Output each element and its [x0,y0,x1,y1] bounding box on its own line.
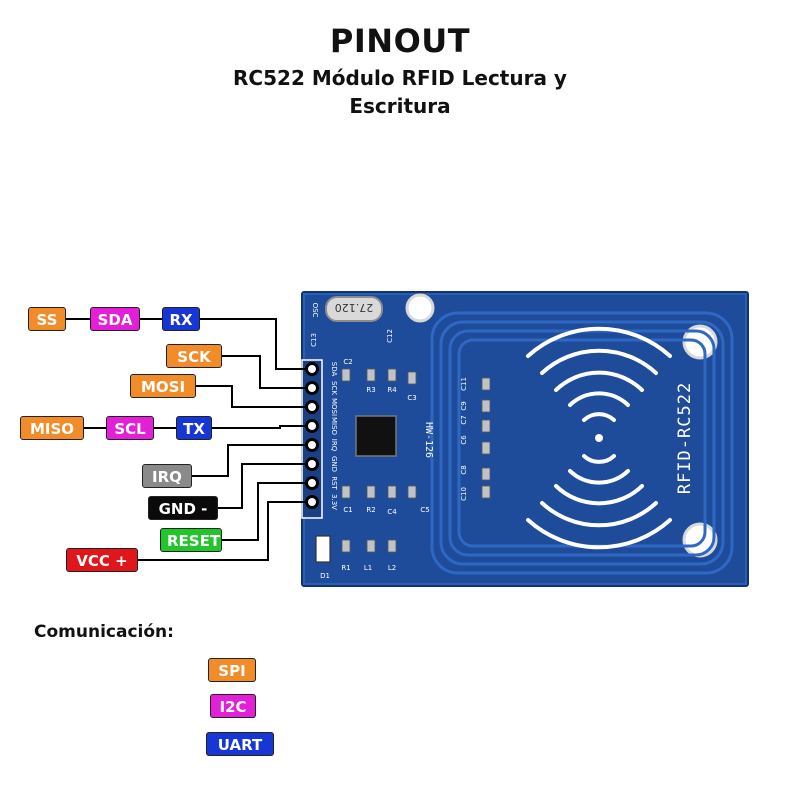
smd-component [481,485,491,499]
component-label: C8 [460,465,468,474]
component-label: C6 [460,435,468,445]
component-label: R2 [366,506,375,514]
antenna-trace [430,311,734,575]
pin-wire [218,463,306,509]
page-title: PINOUT [329,22,471,60]
smd-component [341,368,351,382]
led-diode [315,535,331,563]
pin-label-sck: SCK [166,344,222,368]
board-pin-label: SDA [330,362,338,377]
rfid-wave-center [595,434,603,442]
smd-component [341,485,351,499]
component-label: R4 [387,386,397,394]
smd-component [481,377,491,391]
smd-component [341,539,351,553]
board-pin-label: GND [330,456,338,472]
pin-wire [222,355,306,389]
component-label: C5 [420,506,429,514]
smd-component [366,368,376,382]
component-label: C7 [460,415,468,424]
component-label: C11 [460,377,468,391]
legend-item-uart: UART [206,732,274,756]
pin-hole [305,495,319,509]
pin-wire [222,482,306,541]
pin-hole [305,362,319,376]
component-label: C2 [343,358,352,366]
pin-label-sda: SDA [90,307,140,331]
crystal-label: 27.120 [335,301,374,314]
osc-label: OSC [311,303,319,318]
component-label: C9 [460,401,468,410]
smd-component [366,485,376,499]
pin-label-gnd: GND - [148,496,218,520]
component-label: R1 [341,564,350,572]
legend-item-i2c: I2C [210,694,256,718]
smd-component [481,399,491,413]
pin-hole [305,457,319,471]
page-subtitle: RC522 Módulo RFID Lectura y Escritura [233,66,567,118]
smd-component [366,539,376,553]
chip-label: HW-126 [423,422,434,458]
pin-label-miso: MISO [20,416,84,440]
board-pin-label: MOSI [330,398,338,416]
smd-component [387,539,397,553]
pin-label-reset: RESET [160,528,222,552]
component-label: D1 [320,572,330,580]
pin-label-ss: SS [28,307,66,331]
pin-hole [305,419,319,433]
component-label: C10 [460,487,468,501]
pin-wire [212,425,306,429]
pin-label-tx: TX [176,416,212,440]
component-label: C3 [407,394,416,402]
main-ic-chip [355,415,397,457]
component-label: C13 [310,333,318,347]
mount-hole [682,522,718,558]
pin-label-scl: SCL [106,416,154,440]
smd-component [387,368,397,382]
component-label: R3 [366,386,375,394]
legend-title: Comunicación: [34,622,174,642]
pin-label-mosi: MOSI [130,374,196,398]
smd-component [481,467,491,481]
component-label: L2 [388,564,396,572]
board-pin-label: RST [330,476,338,490]
smd-component [481,419,491,433]
board-pin-label: MISO [330,417,338,436]
legend-item-spi: SPI [208,658,256,682]
mount-hole [405,293,435,323]
antenna-trace [439,320,725,566]
pin-wire [200,318,306,370]
board-model: RFID-RC522 [675,382,695,494]
component-label: C12 [386,329,394,343]
board-pin-label: SCK [330,381,338,395]
pin-label-rx: RX [162,307,200,331]
smd-component [387,485,397,499]
pin-label-vcc: VCC + [66,548,138,572]
pin-wire [192,444,306,477]
component-label: C4 [387,508,397,516]
board-pin-label: 3.3V [330,494,338,510]
smd-component [407,371,417,385]
pin-hole [305,438,319,452]
component-label: L1 [364,564,372,572]
smd-component [481,441,491,455]
pin-hole [305,476,319,490]
component-label: C1 [343,506,352,514]
pin-label-irq: IRQ [142,464,192,488]
crystal-oscillator [325,296,383,322]
board-pin-label: IRQ [330,439,338,452]
smd-component [407,485,417,499]
pin-hole [305,381,319,395]
pin-wire [138,501,306,561]
pin-wire [196,385,306,408]
rfid-wave-icon [526,326,672,550]
pin-hole [305,400,319,414]
